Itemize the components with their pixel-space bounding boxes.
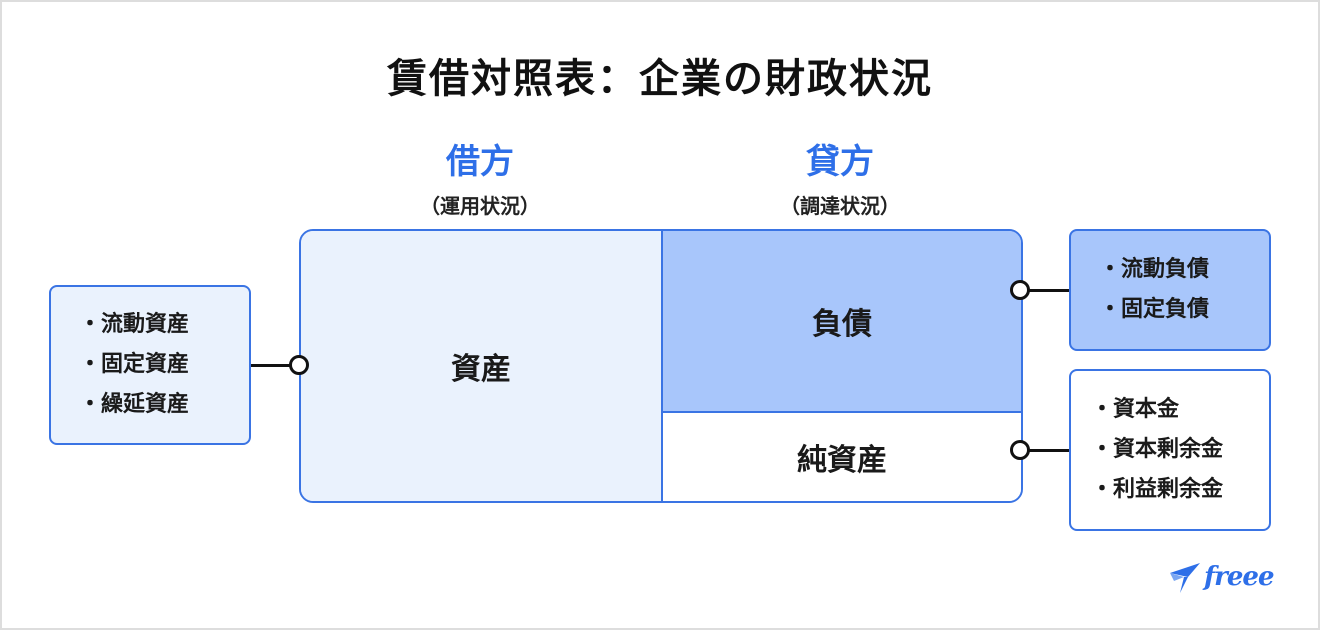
net-assets-connector-dot <box>1010 440 1030 460</box>
diagram-title: 賃借対照表：企業の財政状況 <box>387 56 933 102</box>
liabilities-block: 負債 <box>663 231 1021 413</box>
credit-heading: 貸方 <box>806 142 874 182</box>
assets-block: 資産 <box>301 231 663 501</box>
assets-connector-dot <box>289 355 309 375</box>
logo-text: freee <box>1204 562 1275 592</box>
asset-items-box: 流動資産 固定資産 繰延資産 <box>49 285 251 445</box>
list-item: 流動負債 <box>1099 250 1269 290</box>
liabilities-connector-dot <box>1010 280 1030 300</box>
debit-header: 借方 （運用状況） <box>360 142 600 219</box>
credit-subheading: （調達状況） <box>780 194 900 218</box>
bird-logo-icon <box>1168 555 1202 599</box>
liabilities-label: 負債 <box>812 307 872 342</box>
debit-heading: 借方 <box>446 142 514 182</box>
list-item: 利益剰余金 <box>1091 470 1269 510</box>
liabilities-connector-line <box>1028 289 1069 292</box>
balance-sheet-box: 資産 負債 純資産 <box>299 229 1023 503</box>
net-assets-block: 純資産 <box>663 413 1021 501</box>
list-item: 資本剰余金 <box>1091 430 1269 470</box>
credit-header: 貸方 （調達状況） <box>720 142 960 219</box>
net-asset-items-box: 資本金 資本剰余金 利益剰余金 <box>1069 369 1271 531</box>
assets-label: 資産 <box>451 352 511 387</box>
debit-subheading: （運用状況） <box>420 194 540 218</box>
freee-logo: freee <box>1168 555 1275 599</box>
list-item: 固定負債 <box>1099 290 1269 330</box>
list-item: 固定資産 <box>79 345 249 385</box>
liability-items-box: 流動負債 固定負債 <box>1069 229 1271 351</box>
list-item: 資本金 <box>1091 390 1269 430</box>
net-assets-label: 純資産 <box>797 443 887 478</box>
net-assets-connector-line <box>1028 449 1069 452</box>
assets-connector-line <box>251 364 291 367</box>
list-item: 繰延資産 <box>79 385 249 425</box>
list-item: 流動資産 <box>79 305 249 345</box>
